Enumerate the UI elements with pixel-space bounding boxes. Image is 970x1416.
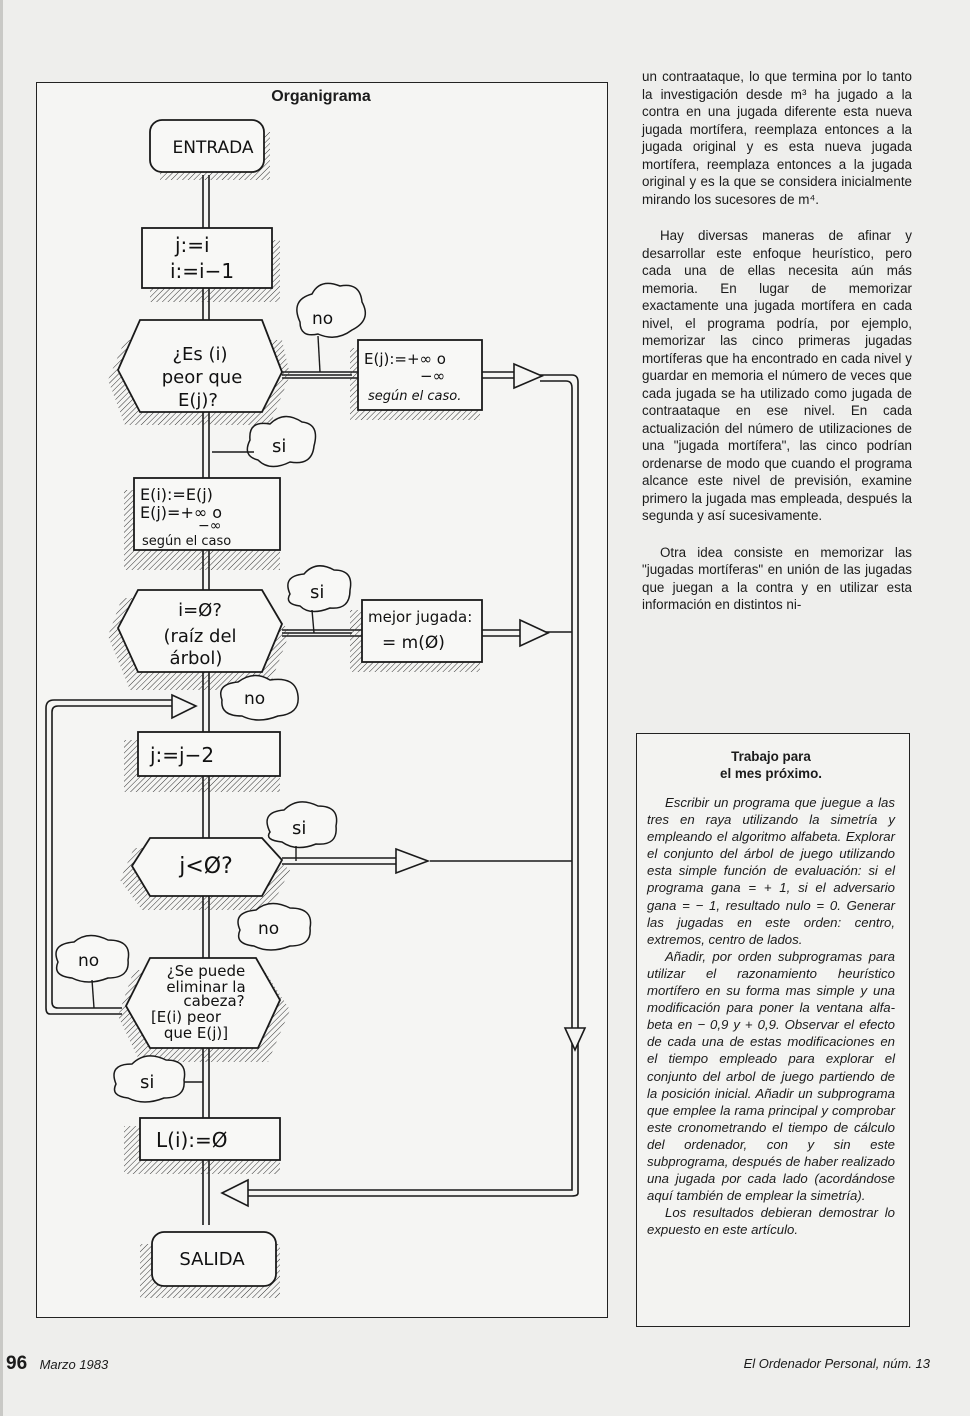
no3-label: no	[258, 919, 279, 939]
step2-line1: E(i):=E(j)	[140, 485, 213, 504]
decision1-line2: peor que	[162, 367, 243, 388]
sidebar-box: Trabajo para el mes próximo. Escribir un…	[636, 733, 910, 1327]
article-paragraph-3: Otra idea consiste en memorizar las "jug…	[642, 544, 912, 614]
footer-publication: El Ordenador Personal, núm. 13	[744, 1356, 930, 1371]
start-node: ENTRADA	[150, 120, 270, 180]
decision3-label: j<Ø?	[178, 854, 233, 879]
cloud-no-3: no	[238, 903, 311, 950]
decision2-line3: árbol)	[170, 648, 223, 669]
end-label: SALIDA	[179, 1249, 245, 1270]
box1-line3: según el caso.	[368, 389, 461, 404]
start-label: ENTRADA	[172, 138, 253, 158]
cloud-si-3: si	[267, 802, 337, 861]
si4-label: si	[140, 1072, 154, 1093]
sidebar-paragraph-2: Añadir, por orden subprogramas para util…	[647, 948, 895, 1204]
decision2-line2: (raíz del	[163, 626, 236, 647]
cloud-si-4: si	[114, 1056, 203, 1102]
page-number: 96	[6, 1353, 27, 1374]
sidebar-title-line1: Trabajo para	[647, 748, 895, 765]
no2-label: no	[244, 689, 265, 709]
decision-4: ¿Se puede eliminar la cabeza? [E(i) peor…	[118, 958, 290, 1062]
box1-line1: E(j):=+∞ o	[364, 350, 446, 368]
cloud-no-2: no	[221, 675, 298, 720]
box1-line2: −∞	[420, 367, 445, 385]
si2-label: si	[310, 582, 324, 603]
decision2-line1: i=Ø?	[178, 600, 222, 621]
decision4-line5: que E(j)]	[164, 1024, 228, 1042]
si1-label: si	[272, 436, 286, 457]
step2-line3: −∞	[198, 518, 221, 534]
end-node: SALIDA	[140, 1232, 280, 1298]
decision1-line1: ¿Es (i)	[172, 344, 227, 365]
return-path	[240, 372, 578, 1196]
si3-label: si	[292, 818, 306, 839]
step1-line1: j:=i	[174, 233, 210, 257]
footer-left: 96 Marzo 1983	[6, 1353, 108, 1375]
article-paragraph-1: un contraataque, lo que termina por lo t…	[642, 68, 912, 208]
process-box-1: j:=i i:=i−1	[142, 228, 280, 302]
process-box-right-2: mejor jugada: = m(Ø)	[350, 600, 482, 672]
box2-line1: mejor jugada:	[368, 608, 472, 626]
decision-1: ¿Es (i) peor que E(j)?	[108, 320, 290, 425]
cloud-no-4: no	[56, 935, 129, 1008]
process-box-right-1: E(j):=+∞ o −∞ según el caso.	[350, 340, 482, 420]
process-box-2: E(i):=E(j) E(j)=+∞ o −∞ según el caso	[124, 478, 280, 570]
process-box-3: j:=j−2	[124, 732, 280, 792]
sidebar-body: Escribir un programa que juegue a las tr…	[647, 794, 895, 1238]
decision-3: j<Ø?	[120, 838, 290, 910]
step3-label: j:=j−2	[149, 743, 214, 767]
sidebar-paragraph-1: Escribir un programa que juegue a las tr…	[647, 794, 895, 948]
decision1-line3: E(j)?	[178, 390, 218, 411]
box2-line2: = m(Ø)	[382, 633, 445, 653]
step4-label: L(i):=Ø	[156, 1128, 228, 1152]
decision-2: i=Ø? (raíz del árbol)	[108, 590, 290, 690]
no1-label: no	[312, 309, 333, 329]
sidebar-title: Trabajo para el mes próximo.	[647, 748, 895, 782]
sidebar-paragraph-3: Los resultados debieran demostrar lo exp…	[647, 1204, 895, 1238]
cloud-si-2: si	[288, 566, 351, 633]
no4-label: no	[78, 951, 99, 971]
footer-date: Marzo 1983	[40, 1357, 109, 1372]
step1-line2: i:=i−1	[170, 259, 234, 283]
sidebar-title-line2: el mes próximo.	[647, 765, 895, 782]
step2-line4: según el caso	[142, 534, 231, 549]
process-box-4: L(i):=Ø	[124, 1118, 280, 1174]
article-text: un contraataque, lo que termina por lo t…	[642, 68, 912, 633]
article-paragraph-2: Hay diversas maneras de afinar y desarro…	[642, 227, 912, 525]
